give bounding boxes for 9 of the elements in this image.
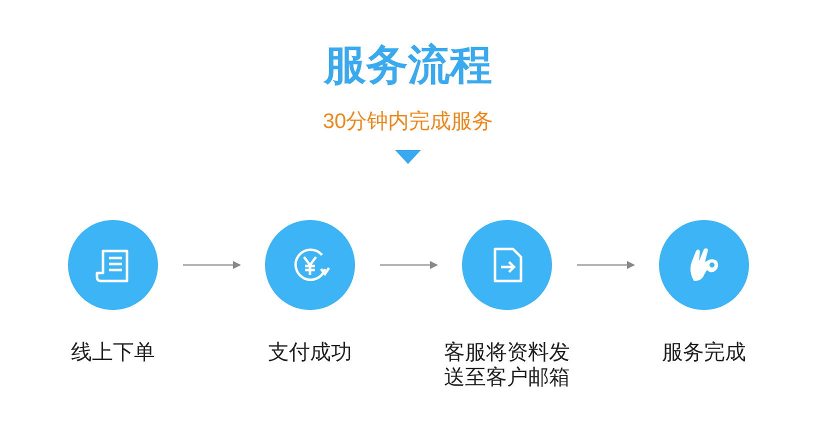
subtitle: 30分钟内完成服务 [322, 109, 494, 135]
step-label: 客服将资料发送至客户邮箱 [443, 340, 571, 390]
arrow [380, 261, 438, 269]
arrow [183, 261, 241, 269]
step-label: 支付成功 [267, 340, 353, 365]
title: 服务流程 [324, 40, 492, 90]
step-label: 服务完成 [661, 340, 747, 365]
step-label: 线上下单 [70, 340, 156, 365]
arrow [577, 261, 635, 269]
